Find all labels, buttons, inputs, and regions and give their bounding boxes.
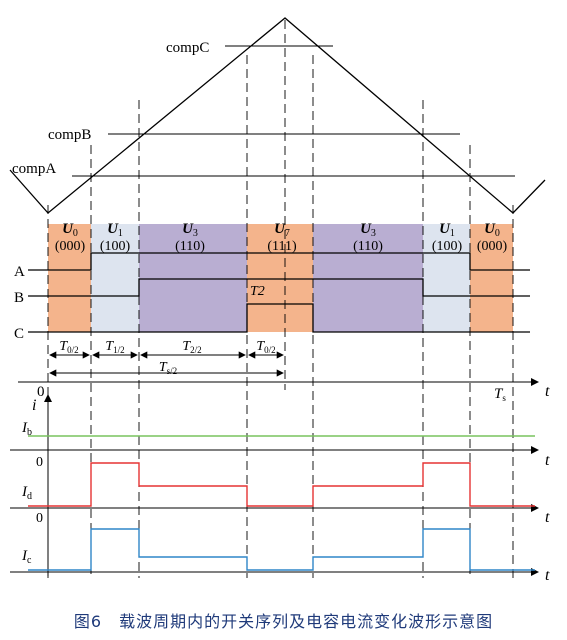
vector-labels: U0 (000) U1 (100) U3 (110) U7 (111) U3 (… — [55, 221, 508, 254]
vector-code: (000) — [55, 239, 86, 254]
band-u3-right — [313, 224, 423, 332]
compA-label: compA — [12, 161, 56, 177]
id-current — [28, 462, 535, 507]
vector-label: U0 — [484, 221, 500, 239]
vector-label: U3 — [182, 221, 198, 239]
t2-marker: T2 — [250, 284, 265, 299]
interval-label: T2/2 — [182, 339, 201, 355]
vector-code: (110) — [175, 239, 205, 254]
phase-a-label: A — [14, 264, 25, 280]
vector-label: U0 — [62, 221, 78, 239]
interval-label: T0/2 — [59, 339, 78, 355]
vector-bands — [48, 224, 513, 332]
ib-label: Ib — [21, 420, 32, 438]
compC-label: compC — [166, 40, 209, 56]
phase-a-waveform — [28, 252, 530, 271]
figure-caption: 图6 载波周期内的开关序列及电容电流变化波形示意图 — [73, 612, 494, 631]
band-u1-left — [91, 224, 139, 332]
origin-label: 0 — [37, 384, 45, 400]
t-label: t — [545, 509, 550, 526]
band-u0-left — [48, 224, 91, 332]
time-axis-t-label: t — [545, 383, 550, 400]
vector-code: (100) — [432, 239, 463, 254]
band-u0-right — [470, 224, 513, 332]
comparison-lines — [72, 45, 515, 177]
vector-label: U1 — [439, 221, 455, 239]
zero-label: 0 — [36, 511, 43, 526]
vector-label: U3 — [360, 221, 376, 239]
id-label: Id — [21, 484, 32, 502]
t-label: t — [545, 567, 550, 584]
vector-code: (110) — [353, 239, 383, 254]
compB-label: compB — [48, 127, 91, 143]
phase-b-label: B — [14, 290, 24, 306]
interval-label: T1/2 — [105, 339, 124, 355]
phase-c-waveform — [28, 303, 530, 333]
ic-current — [28, 528, 535, 571]
current-axis-i-label: i — [32, 397, 36, 414]
band-u3-left — [139, 224, 247, 332]
interval-arrows — [49, 351, 284, 377]
interval-labels: T0/2 T1/2 T2/2 T0/2 Ts/2 — [59, 339, 275, 376]
phase-c-label: C — [14, 326, 24, 342]
ts-label: Ts — [494, 386, 506, 403]
t-label: t — [545, 452, 550, 469]
carrier-triangle — [9, 17, 546, 214]
ic-label: Ic — [21, 548, 32, 566]
band-u1-right — [423, 224, 470, 332]
phase-waveforms — [28, 252, 530, 333]
band-u7 — [247, 224, 313, 332]
vector-code: (111) — [267, 239, 297, 254]
vector-label: U1 — [107, 221, 123, 239]
vector-code: (000) — [477, 239, 508, 254]
vector-label: U7 — [274, 221, 290, 239]
vector-code: (100) — [100, 239, 131, 254]
phase-b-waveform — [28, 278, 530, 297]
zero-label: 0 — [36, 455, 43, 470]
interval-label: T0/2 — [256, 339, 275, 355]
span-label: Ts/2 — [159, 360, 177, 376]
